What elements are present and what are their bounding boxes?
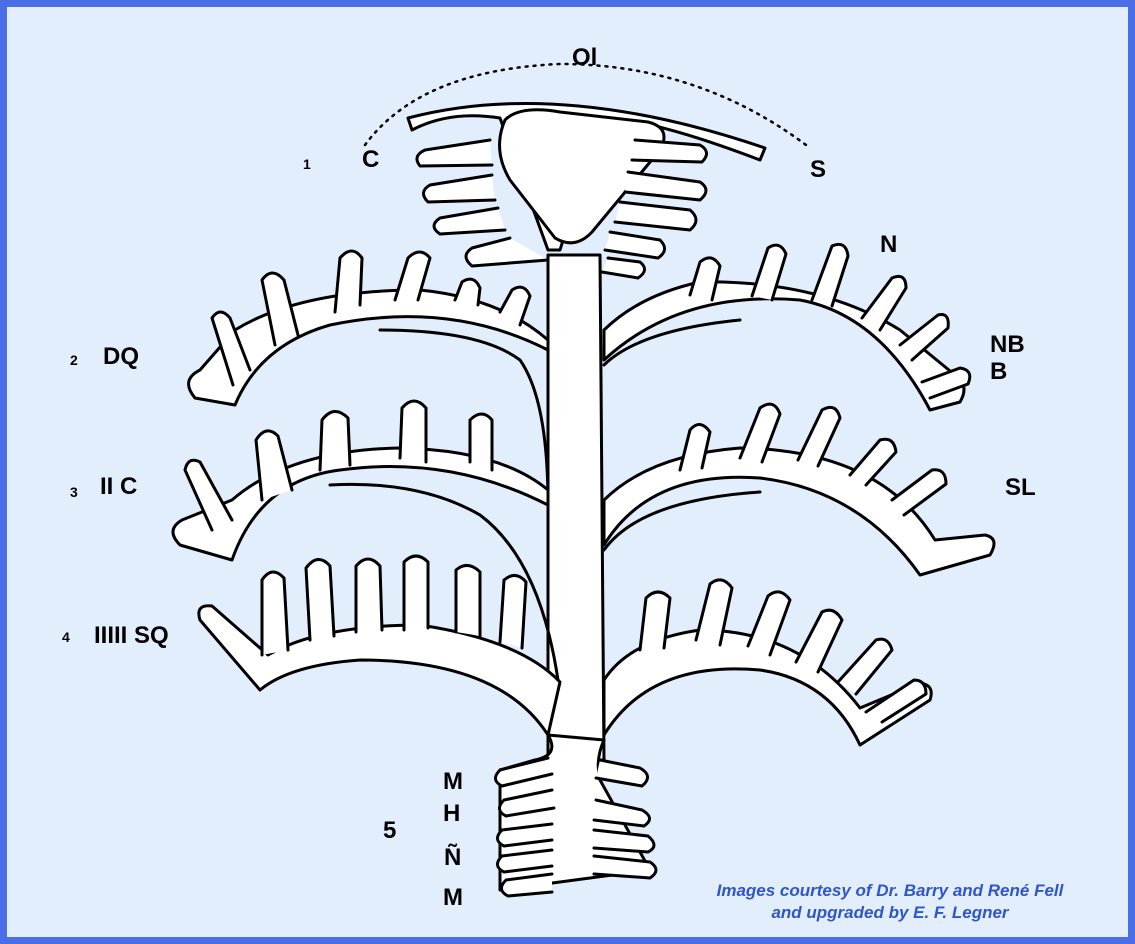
number-1: 1 — [303, 156, 311, 172]
branch-3-right — [602, 446, 996, 577]
label-n: N — [880, 231, 898, 258]
number-2: 2 — [70, 352, 78, 368]
top-triangle — [498, 108, 666, 245]
top-right-finger-4 — [603, 230, 666, 260]
label-ol: Ol — [572, 44, 598, 71]
branch-2-left-inner — [378, 328, 550, 507]
branch-3-left — [171, 446, 550, 562]
top-left-finger-2 — [422, 173, 497, 204]
label-sl: SL — [1005, 474, 1036, 501]
credit-line-1: Images courtesy of Dr. Barry and René Fe… — [716, 881, 1064, 900]
top-right-finger-5 — [600, 256, 646, 280]
top-left-finger-1 — [415, 138, 494, 168]
label-nb: NB — [990, 331, 1025, 358]
branch-4-right — [602, 628, 933, 747]
label-m1: M — [443, 768, 463, 795]
branch-4-left — [197, 604, 562, 737]
label-h: H — [443, 800, 461, 827]
branch-3-right-inner — [602, 490, 762, 552]
branch-3-left-inner — [328, 482, 560, 682]
top-right-finger-3 — [613, 200, 698, 232]
number-4: 4 — [62, 629, 70, 645]
label-n-tilde: Ñ — [444, 844, 462, 871]
dotted-arc — [363, 62, 812, 150]
label-ii-c: II C — [100, 473, 138, 500]
number-5: 5 — [383, 817, 397, 844]
top-left-finger-4 — [464, 236, 550, 268]
label-m2: M — [443, 884, 463, 911]
number-3: 3 — [70, 484, 78, 500]
top-left-finger-3 — [432, 206, 507, 236]
label-iiiii-sq: IIIII SQ — [94, 622, 169, 649]
label-c-top: C — [362, 146, 380, 173]
top-right-finger-1 — [630, 138, 708, 164]
top-right-finger-2 — [623, 170, 708, 202]
label-b: B — [990, 358, 1008, 385]
branch-2-right-inner — [602, 318, 742, 367]
label-s-top: S — [810, 156, 827, 183]
credit-line-2: and upgraded by E. F. Legner — [771, 903, 1009, 922]
label-dq: DQ — [103, 343, 139, 370]
